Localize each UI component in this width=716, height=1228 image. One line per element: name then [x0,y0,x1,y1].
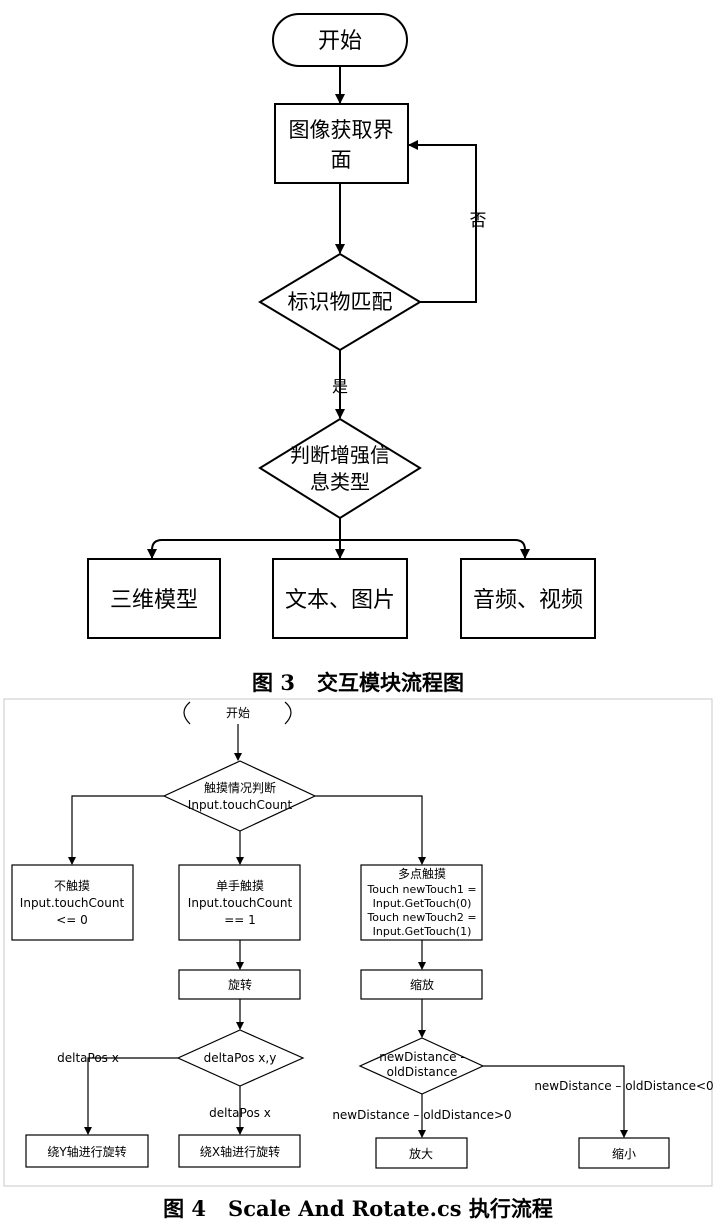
fig4-dist-line1: newDistance - [379,1050,464,1064]
figure-3: 开始 图像获取界 面 标识物匹配 否 是 判断增强信 息类型 [87,13,596,695]
fig4-scale-text: 缩放 [410,977,434,992]
fig4-touch-judge-line1: 触摸情况判断 [204,780,276,795]
figure-4: 开始 触摸情况判断 Input.touchCount 不触摸 Input.tou… [3,698,714,1221]
fig4-multi-node: 多点触摸 Touch newTouch1 = Input.GetTouch(0)… [360,864,483,941]
fig4-multi-line5: Input.GetTouch(1) [373,925,472,938]
fig4-single-line3: == 1 [224,913,256,927]
fig4-zoom-in-text: 放大 [409,1146,433,1161]
fig4-caption-title: Scale And Rotate.cs 执行流程 [228,1196,553,1221]
fig4-scale-node: 缩放 [360,969,483,1000]
fig4-panel [3,698,713,1187]
fig3-edge-no-loop [408,140,477,303]
fig4-start-text: 开始 [226,706,250,720]
fig3-start-node: 开始 [272,13,408,67]
fig4-zoom-in-node: 放大 [375,1137,468,1169]
fig3-match-text: 标识物匹配 [288,290,393,314]
fig3-acquire-node: 图像获取界 面 [274,103,409,184]
fig4-edge-multi [315,795,426,865]
fig3-model3d-node: 三维模型 [87,558,221,639]
fig4-dist-lt-label: newDistance – oldDistance<0 [534,1079,713,1093]
fig3-audio-video-text: 音频、视频 [473,588,583,613]
fig4-zoom-out-node: 缩小 [578,1137,670,1169]
fig3-edge-branch-left [147,539,340,559]
fig4-rotate-x-text: 绕X轴进行旋转 [200,1144,280,1159]
fig3-yes-label: 是 [332,377,348,396]
fig4-edge-delta-left [84,1057,178,1135]
fig4-delta-bottom-label: deltaPos x [209,1106,271,1120]
fig3-judge-text-line1: 判断增强信 [290,443,390,467]
fig3-caption-title: 交互模块流程图 [317,670,464,695]
fig4-single-line2: Input.touchCount [188,896,293,910]
fig4-rotate-y-node: 绕Y轴进行旋转 [25,1134,149,1168]
fig4-rotate-node: 旋转 [178,969,301,1000]
fig3-acquire-text-line1: 图像获取界 [289,118,394,142]
fig4-single-node: 单手触摸 Input.touchCount == 1 [178,864,301,941]
fig4-no-touch-line2: Input.touchCount [20,896,125,910]
fig4-rotate-text: 旋转 [228,977,252,992]
fig4-zoom-out-text: 缩小 [612,1146,636,1161]
fig3-judge-node: 判断增强信 息类型 [258,417,422,520]
fig3-caption-number: 图 3 [252,670,295,695]
fig4-start-node: 开始 [183,701,292,725]
fig3-acquire-text-line2: 面 [331,148,352,172]
fig3-text-image-node: 文本、图片 [272,558,408,639]
fig4-delta-left-label: deltaPos x [57,1051,119,1065]
fig3-audio-video-node: 音频、视频 [460,558,596,639]
fig4-multi-line3: Input.GetTouch(0) [373,897,472,910]
fig4-single-line1: 单手触摸 [216,879,264,893]
fig4-multi-line4: Touch newTouch2 = [366,911,476,924]
fig4-multi-line2: Touch newTouch1 = [366,883,476,896]
fig4-delta-node: deltaPos x,y [176,1029,305,1087]
fig4-delta-text: deltaPos x,y [204,1051,277,1065]
fig3-match-node: 标识物匹配 [258,252,422,352]
fig4-no-touch-line1: 不触摸 [54,879,90,893]
fig3-caption: 图 3 交互模块流程图 [252,670,464,695]
fig4-edge-dist-lt [483,1065,628,1138]
fig3-start-text: 开始 [318,29,362,54]
fig4-multi-line1: 多点触摸 [398,867,446,881]
fig3-judge-text-line2: 息类型 [310,470,370,494]
fig4-edge-no-touch [68,795,164,865]
fig4-no-touch-line3: <= 0 [56,913,88,927]
fig4-caption: 图 4 Scale And Rotate.cs 执行流程 [163,1196,553,1221]
fig4-touch-judge-node: 触摸情况判断 Input.touchCount [162,760,317,832]
fig4-dist-line2: oldDistance [387,1065,458,1079]
fig4-rotate-y-text: 绕Y轴进行旋转 [47,1144,126,1159]
fig4-dist-gt-label: newDistance – oldDistance>0 [332,1108,511,1122]
fig3-no-label: 否 [470,211,487,231]
fig3-model3d-text: 三维模型 [110,588,198,613]
fig4-no-touch-node: 不触摸 Input.touchCount <= 0 [11,864,134,941]
fig4-caption-number: 图 4 [163,1196,206,1221]
fig3-text-image-text: 文本、图片 [285,588,395,613]
fig4-touch-judge-line2: Input.touchCount [188,798,293,812]
fig4-dist-node: newDistance - oldDistance [358,1037,485,1095]
fig4-rotate-x-node: 绕X轴进行旋转 [178,1134,301,1168]
fig3-edge-branch-right [340,539,530,559]
